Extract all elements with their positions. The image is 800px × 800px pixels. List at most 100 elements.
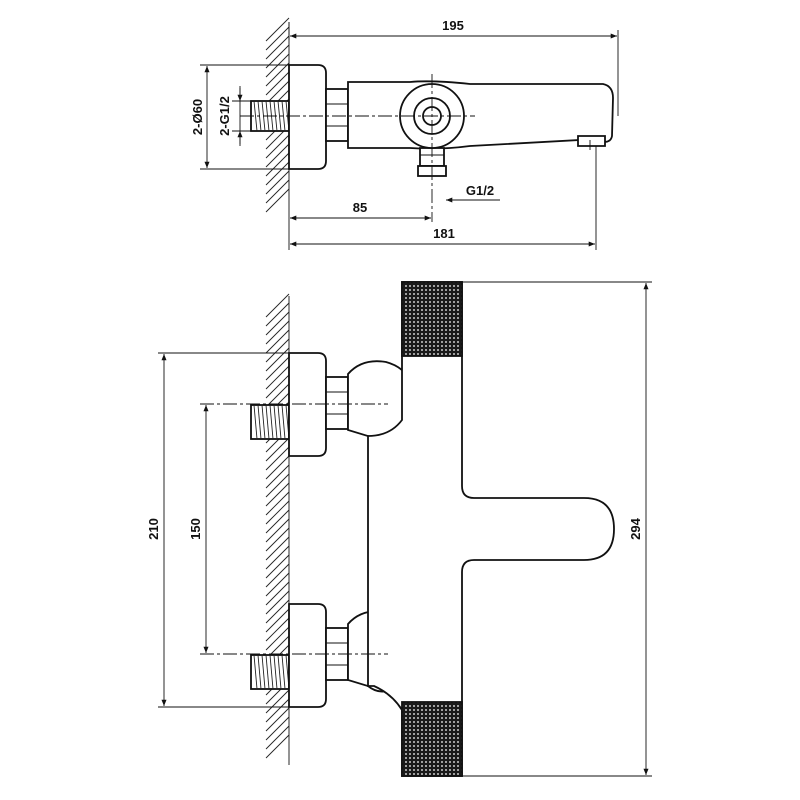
hatch-line [253,654,258,690]
hatch-line [265,554,290,579]
dim-inlet-thread: 2-G1/2 [217,86,258,146]
hatch-line [265,491,290,516]
hatch-line [277,654,282,690]
wall-front [265,293,290,765]
hatch-line [277,100,282,132]
hatch-line [265,329,290,354]
hatch-line [265,311,290,336]
hatch-line [265,572,290,597]
hatch-line [265,338,290,363]
hatch-line [265,500,290,525]
dim-label-g12: G1/2 [466,183,494,198]
knurled-grip-top [401,281,463,357]
flange-top [288,64,327,170]
hatch-line [265,698,290,723]
hatch-line [265,365,290,390]
hatch-line [265,455,290,480]
hatch-line [265,62,290,87]
nut-top [325,88,349,142]
hatch-line [265,302,290,327]
mixer-body-front [367,281,615,777]
knurled-grip-bottom [401,701,463,777]
hatch-line [265,293,290,318]
dim-outlet-thread: G1/2 [446,183,500,203]
hatch-line [257,404,262,440]
hatch-line [265,482,290,507]
dim-label-195: 195 [442,18,464,33]
dim-height-flanges: 210 [146,352,289,708]
hatch-line [281,100,286,132]
hatch-line [269,404,274,440]
hatch-line [281,654,286,690]
hatch-line [265,134,290,159]
dim-label-294: 294 [628,517,643,539]
hatch-line [261,404,266,440]
dim-label-85: 85 [353,200,367,215]
hatch-line [265,707,290,732]
mixer-body-top [347,80,614,150]
hatch-line [265,716,290,741]
hatch-line [265,374,290,399]
dim-flange-dia: 2-Ø60 [190,64,289,170]
hatch-line [265,545,290,570]
hatch-line [265,509,290,534]
hatch-line [265,35,290,60]
hatch-line [265,53,290,78]
hatch-line [265,347,290,372]
hatch-line [265,26,290,51]
dim-width-body: 181 [288,146,597,250]
hatch-line [265,725,290,750]
hatch-line [265,71,290,96]
hatch-line [261,654,266,690]
hatch-line [265,161,290,186]
dim-label-210: 210 [146,518,161,540]
hatch-line [265,527,290,552]
hatch-line [265,170,290,195]
hatch-line [265,654,270,690]
hatch-line [265,608,290,633]
dim-label-181: 181 [433,226,455,241]
hatch-line [265,356,290,381]
dim-height-total: 294 [628,283,649,775]
dim-label-150: 150 [188,518,203,540]
hatch-line [265,626,290,651]
hatch-line [265,590,290,615]
dim-label-inlet: 2-G1/2 [217,96,232,136]
hatch-line [253,100,258,132]
hatch-line [265,404,270,440]
hatch-line [265,563,290,588]
spout-tip-top [577,135,606,147]
hatch-line [265,437,290,462]
hatch-line [265,536,290,561]
hatch-line [265,473,290,498]
dim-outlet-offset: 85 [290,200,431,221]
hatch-line [265,518,290,543]
hatch-line [265,152,290,177]
dim-inlet-spacing: 150 [188,405,209,653]
nut-upper [325,376,349,430]
hatch-line [265,446,290,471]
flange-upper [288,352,327,457]
hatch-line [265,617,290,642]
hatch-line [265,188,290,213]
hatch-line [265,143,290,168]
hatch-line [265,599,290,624]
hatch-line [265,179,290,204]
hatch-line [265,17,290,42]
hatch-line [265,734,290,759]
hatch-line [277,404,282,440]
hatch-line [265,464,290,489]
hatch-line [269,654,274,690]
hatch-line [265,689,290,714]
top-view: 195 85 181 G1/2 2-G1/2 [190,17,619,250]
inlet-thread-upper [250,404,290,440]
hatch-line [273,404,278,440]
flange-lower [288,603,327,708]
hatch-line [257,654,262,690]
hatch-line [253,404,258,440]
hatch-line [265,383,290,408]
dim-label-flange: 2-Ø60 [190,99,205,135]
front-view: 294 210 150 [146,281,652,777]
hatch-line [281,404,286,440]
